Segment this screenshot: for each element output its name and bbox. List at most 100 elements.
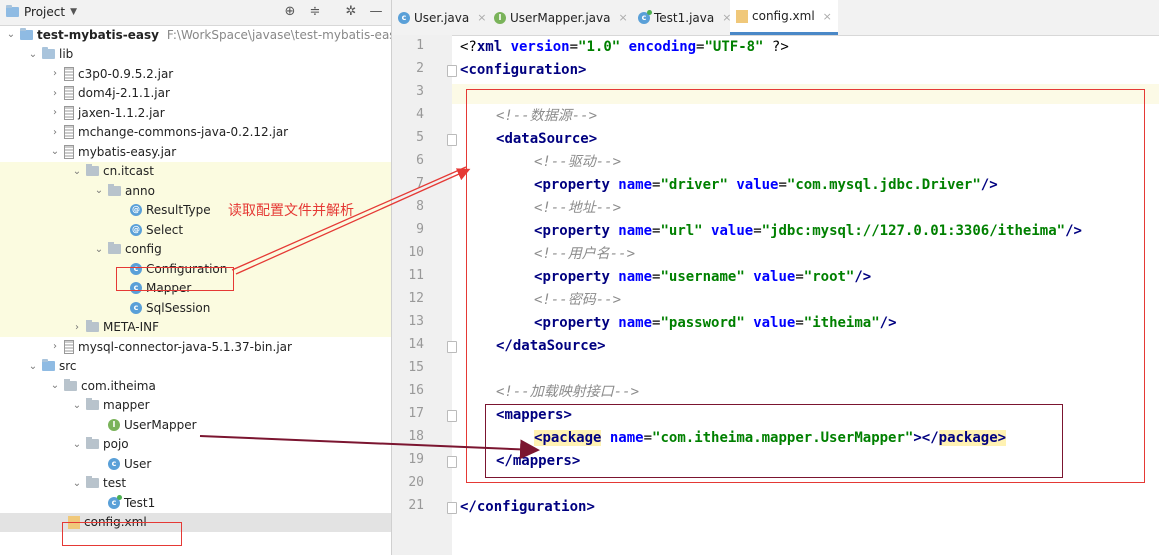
chevron-right-icon[interactable]: ›	[53, 68, 57, 80]
xml-token: />	[980, 177, 998, 193]
test-class-icon: c	[638, 9, 652, 24]
tree-item-pojo[interactable]: ⌄ pojo	[0, 435, 391, 455]
tab-label: config.xml	[752, 9, 815, 23]
minimize-icon[interactable]: —	[369, 4, 383, 19]
xml-token: version	[510, 39, 570, 55]
tab-config-xml[interactable]: config.xml ×	[730, 0, 838, 35]
tree-item-mchange-jar[interactable]: › mchange-commons-java-0.2.12.jar	[0, 123, 391, 143]
project-view-selector[interactable]: Project ▼	[6, 5, 77, 19]
tree-item-dom4j-jar[interactable]: › dom4j-2.1.1.jar	[0, 84, 391, 104]
code-line-11: <property name="username" value="root"/>	[534, 267, 871, 287]
xml-token: value	[744, 269, 796, 285]
tree-item-config-xml[interactable]: config.xml	[0, 512, 391, 532]
package-icon	[108, 183, 121, 196]
tree-item-lib[interactable]: ⌄ lib	[0, 45, 391, 65]
close-icon[interactable]: ×	[722, 11, 732, 24]
fold-marker[interactable]	[447, 410, 457, 422]
tree-item-sqlsession[interactable]: c SqlSession	[0, 298, 391, 318]
tree-item-anno[interactable]: ⌄ anno	[0, 181, 391, 201]
tree-item-mysql-connector-jar[interactable]: › mysql-connector-java-5.1.37-bin.jar	[0, 337, 391, 357]
chevron-down-icon[interactable]: ⌄	[72, 477, 82, 489]
tree-item-mapper-class[interactable]: c Mapper	[0, 278, 391, 298]
highlight-box-config-xml	[62, 522, 182, 546]
code-line-17: <mappers>	[496, 405, 572, 425]
line-number: 17	[408, 406, 424, 421]
gear-icon[interactable]: ✲	[345, 4, 357, 19]
tree-item-c3p0-jar[interactable]: › c3p0-0.9.5.2.jar	[0, 64, 391, 84]
close-icon[interactable]: ×	[618, 11, 628, 24]
code-line-9: <property name="url" value="jdbc:mysql:/…	[534, 221, 1082, 241]
chevron-right-icon[interactable]: ›	[53, 87, 57, 99]
close-icon[interactable]: ×	[822, 9, 832, 23]
tree-item-test-mybatis-easy[interactable]: ⌄ test-mybatis-easy F:\WorkSpace\javase\…	[0, 25, 391, 45]
tree-item-user[interactable]: c User	[0, 454, 391, 474]
tab-label: User.java	[414, 10, 470, 25]
chevron-right-icon[interactable]: ›	[53, 107, 57, 119]
chevron-down-icon[interactable]: ⌄	[72, 438, 82, 450]
tree-item-test1[interactable]: c Test1	[0, 493, 391, 513]
tree-item-mapper-package[interactable]: ⌄ mapper	[0, 396, 391, 416]
chevron-down-icon[interactable]: ⌄	[94, 185, 104, 197]
globe-icon[interactable]: ⊕	[284, 4, 296, 19]
xml-token: encoding	[620, 39, 697, 55]
chevron-down-icon[interactable]: ⌄	[50, 380, 60, 392]
chevron-down-icon[interactable]: ⌄	[94, 243, 104, 255]
highlight-box-mappers	[485, 404, 1063, 478]
class-icon: c	[130, 262, 142, 275]
tree-item-jaxen-jar[interactable]: › jaxen-1.1.2.jar	[0, 103, 391, 123]
tree-item-mybatis-easy-jar[interactable]: ⌄ mybatis-easy.jar	[0, 142, 391, 162]
tab-user-java[interactable]: c User.java ×	[392, 0, 492, 35]
collapse-icon[interactable]: ≑	[309, 4, 321, 19]
tree-item-com-itheima[interactable]: ⌄ com.itheima	[0, 376, 391, 396]
xml-token: "username"	[660, 269, 745, 285]
tree-item-src[interactable]: ⌄ src	[0, 357, 391, 377]
package-icon	[86, 476, 99, 489]
interface-icon: I	[494, 11, 506, 24]
line-number: 13	[408, 314, 424, 329]
tab-label: UserMapper.java	[510, 10, 611, 25]
tree-item-cn-itcast[interactable]: ⌄ cn.itcast	[0, 161, 391, 181]
chevron-down-icon[interactable]: ⌄	[72, 165, 82, 177]
xml-token: "password"	[660, 315, 745, 331]
line-number: 8	[416, 199, 424, 214]
xml-token: property	[542, 177, 610, 193]
xml-token: =	[652, 315, 661, 331]
tree-item-meta-inf[interactable]: › META-INF	[0, 317, 391, 337]
chevron-right-icon[interactable]: ›	[53, 341, 57, 353]
xml-token: <	[534, 223, 543, 239]
test-class-icon: c	[108, 494, 122, 509]
tree-item-select[interactable]: @ Select	[0, 220, 391, 240]
fold-marker[interactable]	[447, 65, 457, 77]
xml-token: name	[609, 223, 653, 239]
tree-item-label: mybatis-easy.jar	[78, 144, 177, 159]
chevron-down-icon[interactable]: ⌄	[28, 48, 38, 60]
chevron-down-icon[interactable]: ⌄	[72, 399, 82, 411]
xml-token: "com.mysql.jdbc.Driver"	[786, 177, 981, 193]
fold-marker[interactable]	[447, 134, 457, 146]
line-number: 11	[408, 268, 424, 283]
fold-marker[interactable]	[447, 456, 457, 468]
source-folder-icon	[42, 359, 55, 372]
chevron-down-icon[interactable]: ⌄	[50, 146, 60, 158]
chevron-down-icon[interactable]: ⌄	[28, 360, 38, 372]
line-number-gutter: 1 2 3 4 5 6 7 8 9 10 11 12 13 14 15 16 1…	[392, 35, 457, 555]
close-icon[interactable]: ×	[477, 11, 487, 24]
line-number: 4	[416, 107, 424, 122]
chevron-down-icon[interactable]: ⌄	[6, 29, 16, 41]
chevron-right-icon[interactable]: ›	[75, 321, 79, 333]
xml-token: <	[534, 430, 543, 446]
tree-item-config-package[interactable]: ⌄ config	[0, 239, 391, 259]
fold-marker[interactable]	[447, 502, 457, 514]
xml-token: <	[534, 269, 543, 285]
xml-token: <	[496, 131, 505, 147]
fold-marker[interactable]	[447, 341, 457, 353]
tree-item-test[interactable]: ⌄ test	[0, 474, 391, 494]
xml-token: >	[997, 430, 1007, 446]
code-line-13: <property name="password" value="itheima…	[534, 313, 897, 333]
xml-token: </	[460, 499, 477, 515]
tab-test1-java[interactable]: c Test1.java ×	[632, 0, 737, 35]
tree-item-usermapper[interactable]: I UserMapper	[0, 415, 391, 435]
tab-usermapper-java[interactable]: I UserMapper.java ×	[488, 0, 634, 35]
class-icon: c	[398, 11, 410, 24]
chevron-right-icon[interactable]: ›	[53, 126, 57, 138]
